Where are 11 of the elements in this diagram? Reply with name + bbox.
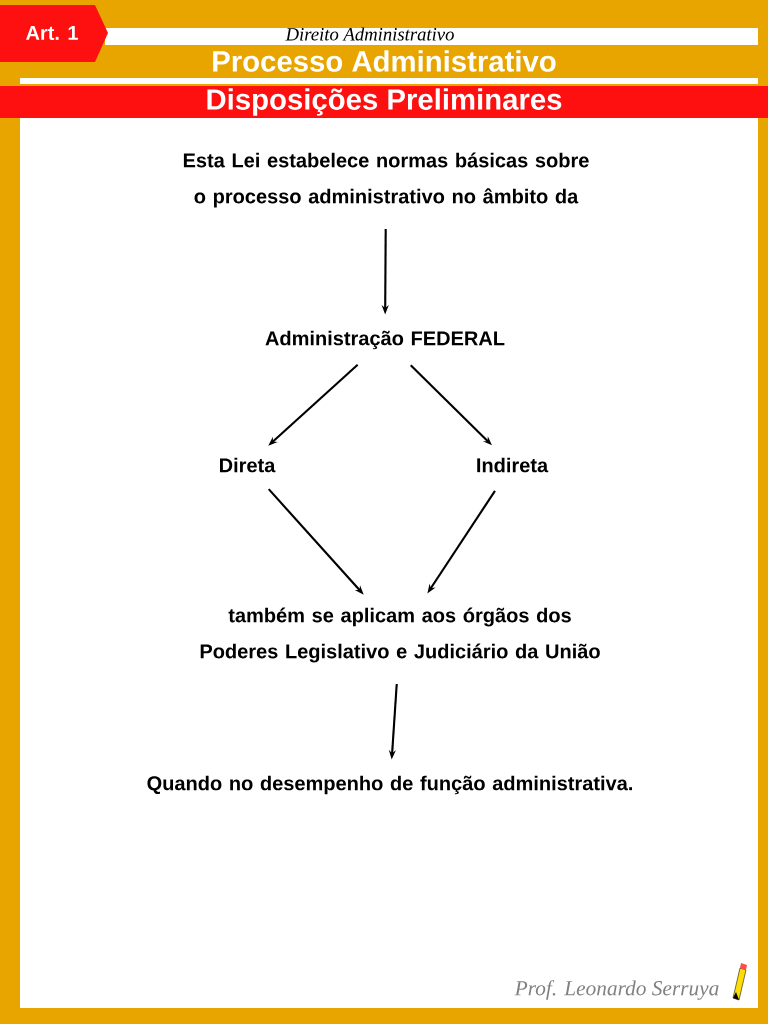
section-band: Disposições Preliminares: [0, 86, 768, 118]
flow-text: Direta: [220, 457, 276, 473]
flow-text: Esta Lei estabelece normas básicas sobre o processo administrativo no âmbito da: [183, 152, 589, 208]
article-tag: Art. 1: [0, 5, 108, 62]
flow-text: também se aplicam aos órgãos dos Poderes Legislativo e Judiciário da União: [200, 607, 600, 663]
title: Processo Administrativo: [213, 50, 556, 72]
flow-text: Quando no desempenho de função administrativa.: [147, 775, 632, 795]
flow-text: Indireta: [477, 457, 549, 473]
flow-text: Administração FEDERAL: [265, 330, 505, 350]
signature: Prof. Leonardo Serruya: [514, 980, 719, 1000]
subject-heading: Direito Administrativo: [285, 27, 454, 41]
